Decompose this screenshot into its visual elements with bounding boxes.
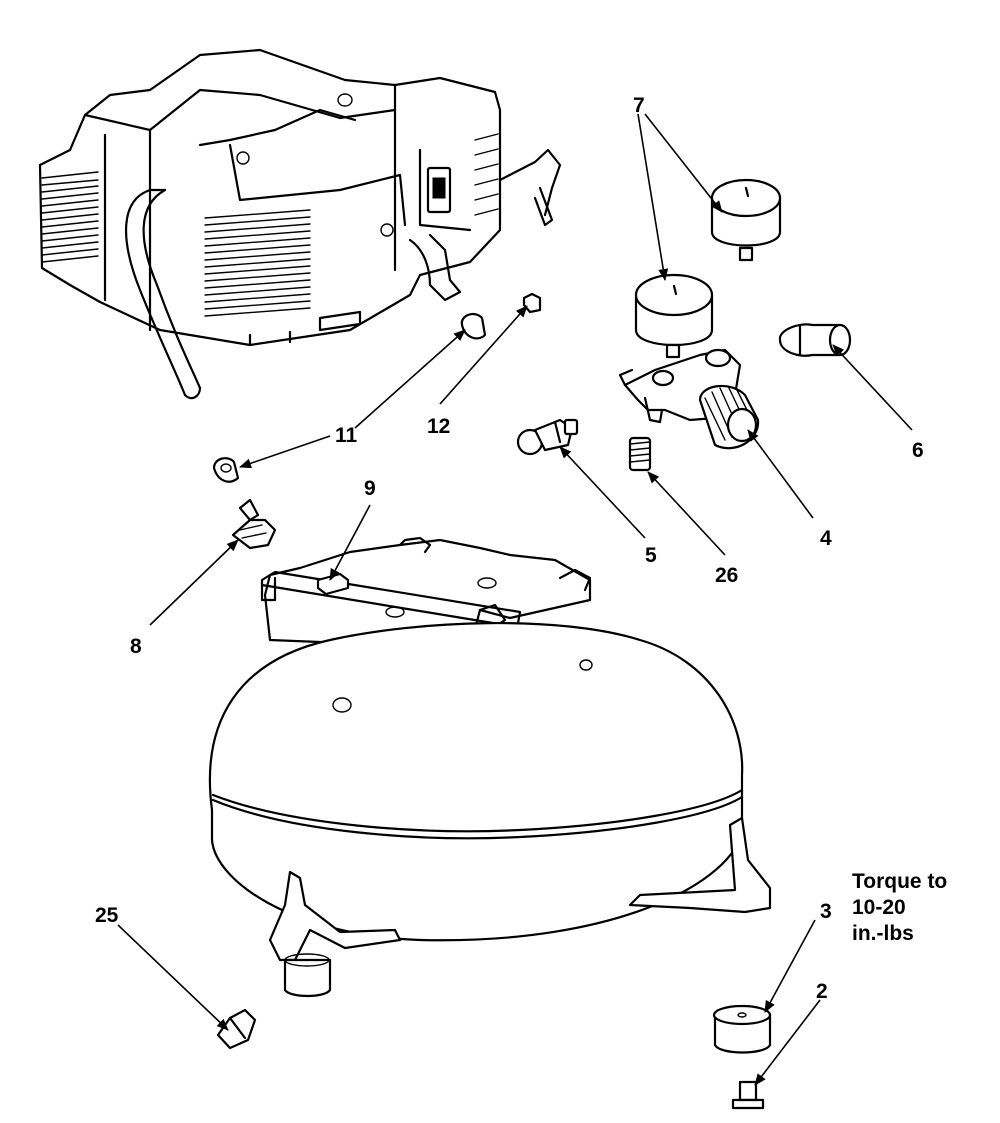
callout-4: 4 bbox=[820, 527, 832, 550]
left-vent-slats bbox=[41, 171, 99, 263]
callout-7: 7 bbox=[633, 94, 645, 117]
tank-leg-left bbox=[268, 870, 402, 962]
leader-lines bbox=[117, 113, 913, 1086]
manifold-assembly bbox=[618, 348, 760, 450]
callout-9: 9 bbox=[364, 477, 376, 500]
callout-12: 12 bbox=[427, 415, 450, 438]
power-cord-plug bbox=[498, 148, 562, 217]
callout-5: 5 bbox=[645, 544, 657, 567]
tank-leg-right bbox=[628, 816, 772, 914]
outlet-tube bbox=[408, 233, 462, 302]
callout-2: 2 bbox=[816, 980, 828, 1003]
callout-6: 6 bbox=[912, 439, 924, 462]
front-vent-slats bbox=[204, 209, 311, 317]
torque-note-line1: Torque to bbox=[852, 870, 947, 893]
torque-note-line3: in.-lbs bbox=[852, 922, 914, 945]
check-valve-8 bbox=[231, 498, 277, 550]
callout-25: 25 bbox=[95, 904, 119, 927]
callout-26: 26 bbox=[715, 564, 738, 587]
clamp-11-lower bbox=[212, 457, 240, 483]
right-vent-slats bbox=[474, 133, 499, 216]
torque-note-line2: 10-20 bbox=[852, 896, 906, 919]
air-hose bbox=[125, 188, 187, 397]
air-tank bbox=[208, 536, 772, 998]
bolt-2 bbox=[731, 1080, 765, 1110]
pump-motor-assembly bbox=[38, 48, 562, 400]
gauge-upper bbox=[710, 178, 782, 262]
quick-coupler-6 bbox=[778, 323, 852, 357]
tank-foot bbox=[283, 958, 332, 998]
torque-note: Torque to 10-20 in.-lbs bbox=[852, 870, 947, 945]
nipple-26 bbox=[628, 436, 652, 472]
callout-labels: 7 6 4 26 5 11 12 9 8 3 2 25 bbox=[95, 94, 924, 1003]
callout-11: 11 bbox=[335, 424, 358, 447]
safety-valve-5 bbox=[516, 418, 579, 456]
gauge-lower bbox=[634, 273, 714, 359]
clamp-11-upper bbox=[460, 312, 487, 340]
fitting-12 bbox=[522, 292, 542, 314]
drain-valve-25 bbox=[216, 1008, 257, 1050]
callout-8: 8 bbox=[130, 635, 142, 658]
rubber-pad-9 bbox=[316, 572, 350, 596]
rubber-foot-3 bbox=[712, 1004, 772, 1054]
callout-3: 3 bbox=[820, 900, 832, 923]
